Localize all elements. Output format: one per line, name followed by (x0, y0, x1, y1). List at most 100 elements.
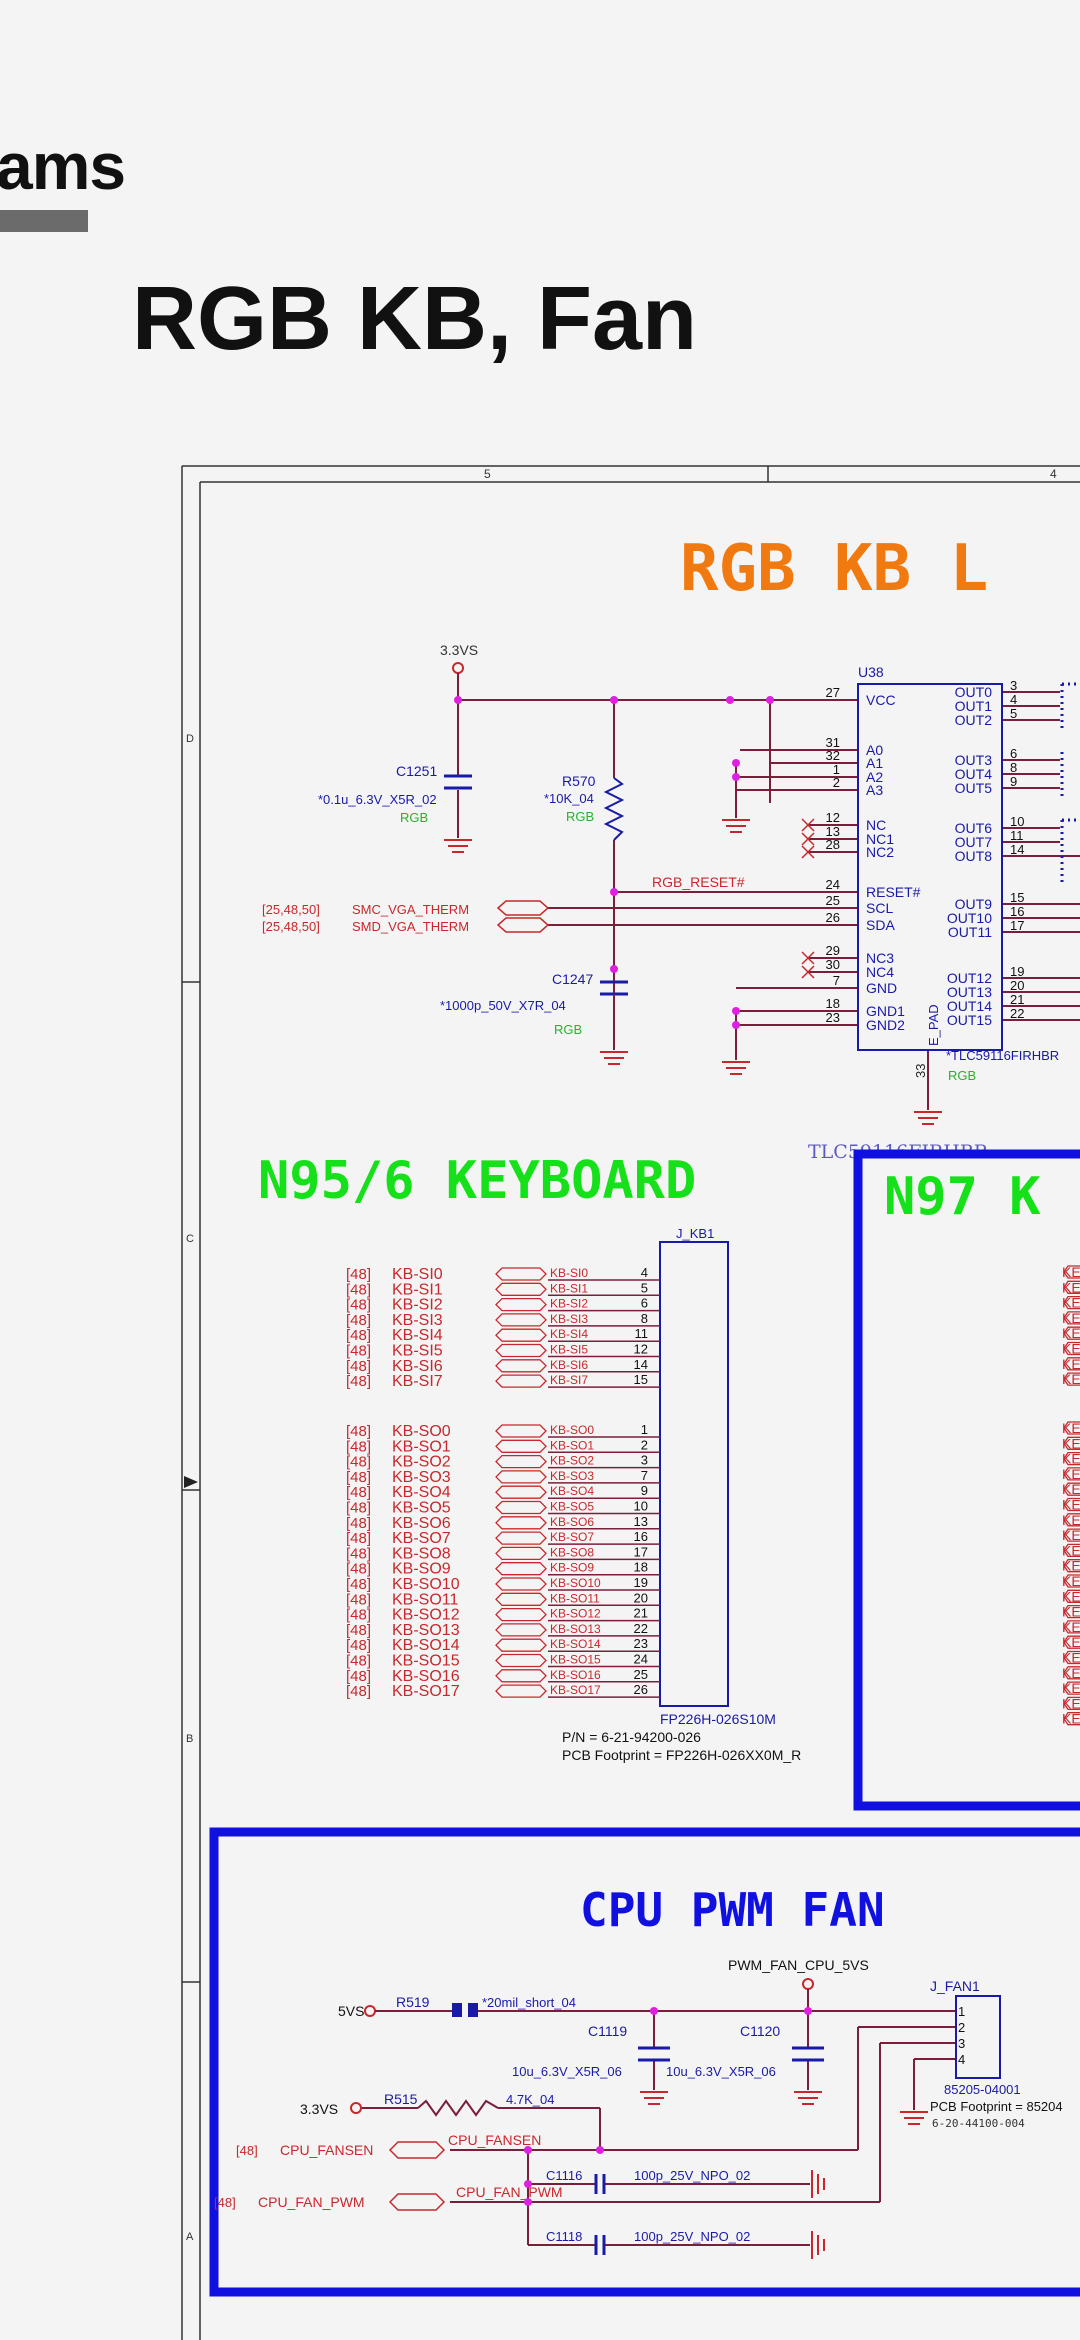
therm-ref: [25,48,50] (262, 919, 320, 934)
ic-pin-name: OUT0 (955, 684, 993, 700)
kb95-wire-label: KB-SO0 (550, 1423, 594, 1437)
kb95-port-symbol (495, 1328, 547, 1342)
kb95-pin-number: 12 (634, 1342, 648, 1357)
ic-pin-number: 16 (1010, 904, 1024, 919)
kb95-row-label: KB-SO12 (392, 1607, 460, 1624)
ground-icon (794, 2091, 822, 2105)
kb95-pin-number: 23 (634, 1636, 648, 1651)
kb97-row-label: KE (1062, 1356, 1080, 1372)
kb97-row-label: KE (1062, 1542, 1080, 1558)
kb95-wire-label: KB-SI7 (550, 1373, 588, 1387)
ground-icon (600, 1051, 628, 1065)
capacitor-c1116 (594, 2174, 606, 2194)
kb97-row-label: KE (1062, 1711, 1080, 1727)
fan-section-title: CPU PWM FAN (580, 1883, 885, 1937)
fanpwm-ref: [48] (214, 2195, 236, 2210)
kb95-pin-number: 10 (634, 1499, 648, 1514)
kb95-row-ref: [48] (346, 1637, 371, 1654)
kb95-pin-number: 1 (641, 1422, 648, 1437)
kb95-port-symbol (495, 1592, 547, 1606)
short-pad-icon (452, 2003, 462, 2017)
kb97-row-label: KE (1062, 1665, 1080, 1681)
kb97-row-label: KE (1062, 1295, 1080, 1311)
kb97-port-symbol (1063, 1650, 1080, 1665)
short-pad-icon (468, 2003, 478, 2017)
kb95-row-label: KB-SO14 (392, 1637, 460, 1654)
kb95-pin-number: 20 (634, 1590, 648, 1605)
kb97-port-symbol (1063, 1666, 1080, 1680)
kb95-port-symbol (495, 1623, 547, 1637)
ic-pin-number: 18 (826, 996, 840, 1011)
kb95-port-symbol (495, 1267, 547, 1281)
ground-icon (444, 839, 472, 853)
ic-pin-name: OUT11 (948, 924, 992, 940)
ic-pin-name: OUT7 (955, 834, 993, 850)
kb95-port-symbol (495, 1297, 547, 1312)
ground-icon (811, 2170, 825, 2198)
kb95-row-ref: [48] (346, 1454, 371, 1471)
kb95-port-symbol (495, 1282, 547, 1296)
kb95-connector-body (659, 1241, 729, 1707)
rgb-nets (457, 673, 1080, 1110)
resistor-r515 (417, 2099, 499, 2117)
c1251-ref: C1251 (396, 763, 437, 779)
fan-connector-body (955, 1995, 1001, 2079)
c1116-ref: C1116 (546, 2168, 582, 2183)
kb95-pin-number: 7 (641, 1468, 648, 1483)
kb95-row-ref: [48] (346, 1668, 371, 1685)
ic-pin-name: OUT14 (947, 998, 992, 1014)
kb97-row-label: KE (1062, 1680, 1080, 1696)
kb95-port-symbol (495, 1454, 547, 1469)
kb95-wire-label: KB-SI1 (550, 1281, 588, 1295)
kb97-port-symbol (1063, 1451, 1080, 1466)
therm-ref: [25,48,50] (262, 902, 320, 917)
kb95-pin-number: 8 (641, 1311, 648, 1326)
kb95-row-label: KB-SI7 (392, 1373, 443, 1390)
ic-pin-name: OUT10 (947, 910, 992, 926)
kb95-port-symbol (495, 1516, 547, 1530)
ic-pin-number: 17 (1010, 918, 1024, 933)
kb95-pin-number: 25 (634, 1667, 648, 1682)
kb95-row-ref: [48] (346, 1591, 371, 1608)
kb95-footprint: PCB Footprint = FP226H-026XX0M_R (562, 1747, 801, 1763)
ic-pin-number: 19 (1010, 964, 1024, 979)
kb95-row-label: KB-SO17 (392, 1683, 460, 1700)
frame-col-label: 5 (484, 467, 491, 481)
kb97-port-symbol (1063, 1574, 1080, 1588)
frame-arrow-icon (184, 1476, 198, 1488)
kb97-port-symbol (1063, 1421, 1080, 1435)
kb95-row-label: KB-SO9 (392, 1561, 451, 1578)
kb95-port-symbol (495, 1546, 547, 1561)
kb95-pin-number: 3 (641, 1453, 648, 1468)
kb97-port-symbol (1063, 1620, 1080, 1634)
kb97-row-label: KE (1062, 1497, 1080, 1513)
kb95-row-label: KB-SO7 (392, 1530, 451, 1547)
rgb-power-label: 3.3VS (440, 642, 478, 658)
kb95-port-symbol (495, 1500, 547, 1515)
ic-part: *TLC59116FIRHBR (946, 1048, 1059, 1063)
short-value: *20mil_short_04 (482, 1995, 576, 2010)
c1251-value: *0.1u_6.3V_X5R_02 (318, 792, 437, 807)
fan-conn-pin: 4 (958, 2052, 965, 2067)
ic-pin-name: OUT4 (955, 766, 993, 782)
kb95-wire-label: KB-SI2 (550, 1297, 588, 1311)
kb95-pin-number: 16 (634, 1529, 648, 1544)
kb95-pin-number: 9 (641, 1483, 648, 1498)
fan-nets (360, 1989, 956, 2246)
c1247-ref: C1247 (552, 971, 593, 987)
ic-pin-number: 10 (1010, 814, 1024, 829)
kb97-row-label: KE (1062, 1573, 1080, 1589)
kb97-port-symbol (1063, 1696, 1080, 1711)
kb97-title: N97 K (884, 1167, 1041, 1227)
kb97-port-symbol (1063, 1467, 1080, 1481)
